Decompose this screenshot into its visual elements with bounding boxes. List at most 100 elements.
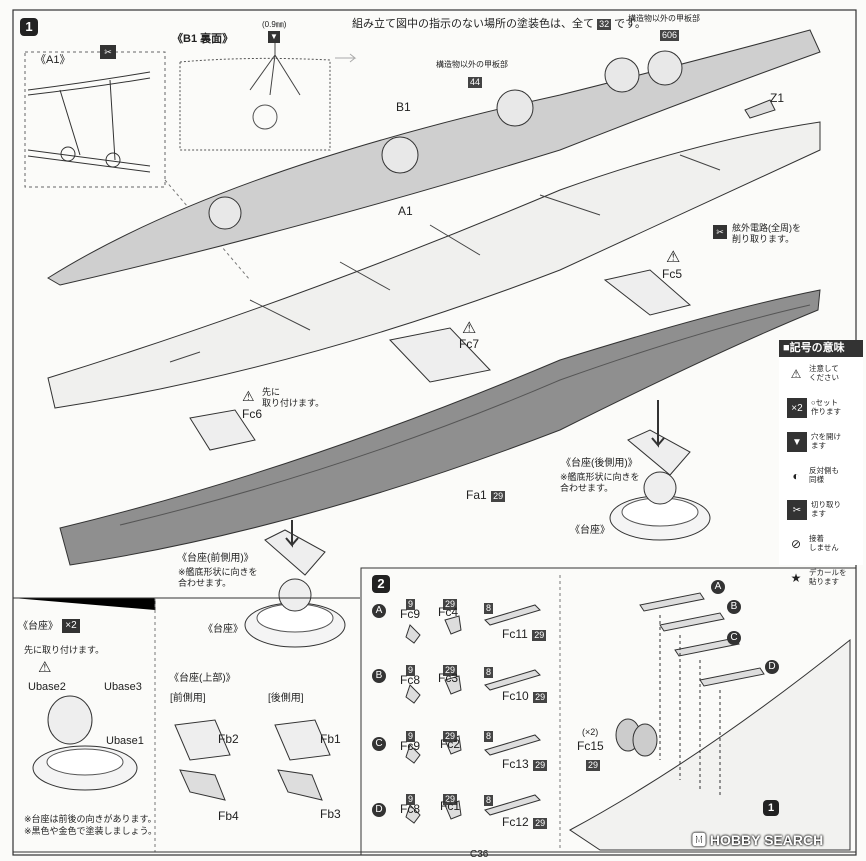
row-b-part-1: Fc8 (400, 673, 421, 687)
deck-label-2: 構造物以外の甲板部 (436, 60, 508, 69)
paint-code-badge: 32 (597, 19, 612, 30)
stand-rear-label: 《台座》 (570, 525, 610, 536)
legend-row: ×2 ○セット 作ります (779, 391, 863, 425)
paint-note-text: 組み立て図中の指示のない場所の塗装色は、全て (352, 18, 594, 30)
fa1-code-badge: 29 (491, 491, 506, 502)
stand-note-2: ※黒色や金色で塗装しましょう。 (24, 826, 158, 836)
fa1-label: Fa1 29 (466, 486, 506, 504)
legend-row: ◐ 反対側も 同様 (779, 459, 863, 493)
legend-row: ⚠ 注意して ください (779, 357, 863, 391)
row-d-marker: D (372, 803, 386, 817)
ref-step-number: 1 (763, 800, 779, 816)
stand-panel-title: 《台座》 (18, 621, 58, 632)
no-glue-icon: ⊘ (790, 537, 802, 551)
page-number: C36 (470, 849, 489, 860)
ubase2-label: Ubase2 (28, 681, 66, 693)
cut-icon: ✂ (100, 45, 116, 59)
part-fb2-label: Fb2 (218, 732, 239, 746)
legend-row: ⊘ 接着 しません (779, 527, 863, 561)
mirror-icon: ◐ (792, 469, 800, 483)
stand-attach-first: 先に取り付けます。 (24, 645, 105, 655)
drill-size: (0.9㎜) (262, 20, 287, 29)
legend-text: 接着 しません (809, 534, 839, 552)
row-a-part-2: Fc4 (438, 605, 459, 619)
row-a-marker: A (372, 604, 386, 618)
legend-text: 注意して ください (809, 364, 839, 382)
cut-note: 舷外電路(全周)を 削り取ります。 (732, 223, 801, 244)
row-b-part-3: Fc10 29 (502, 687, 548, 705)
row-c-part-1: Fc9 (400, 739, 421, 753)
stand-front-note: ※艦底形状に向きを 合わせます。 (178, 567, 258, 588)
legend-text: 穴を開け ます (811, 432, 841, 450)
row-a-code-4: 29 (532, 630, 547, 641)
fc15-count: (×2) (582, 727, 599, 737)
times-two-icon: ×2 (62, 619, 80, 633)
assembly-marker-c: C (727, 631, 741, 645)
cut-icon: ✂ (787, 500, 807, 520)
watermark-logo-icon: 🅼 (692, 832, 706, 848)
detail-a1-title: 《A1》 (35, 54, 71, 66)
legend-text: 反対側も 同様 (809, 466, 839, 484)
stand-note-1: ※台座は前後の向きがあります。 (24, 814, 157, 824)
caution-icon: ⚠ (462, 320, 477, 337)
row-d-part-3: Fc12 29 (502, 813, 548, 831)
row-b-code-1: 9 (406, 665, 416, 676)
fc15-code-badge: 29 (586, 760, 601, 771)
times-two-icon: ×2 (787, 398, 807, 418)
deck-code-2: 44 (468, 72, 483, 90)
row-a-part-3-label: Fc11 (502, 627, 528, 641)
cut-icon: ✂ (713, 225, 727, 239)
legend-text: ○セット 作ります (811, 398, 841, 416)
ubase3-label: Ubase3 (104, 681, 142, 693)
row-b-part-3-label: Fc10 (502, 689, 529, 703)
caution-icon: ⚠ (38, 659, 52, 676)
symbol-legend: ■記号の意味 ⚠ 注意して ください ×2 ○セット 作ります ▼ 穴を開け ま… (779, 340, 863, 586)
row-c-code-1: 9 (406, 731, 416, 742)
row-a-code-1: 9 (406, 599, 416, 610)
row-c-code-3: 8 (484, 731, 494, 742)
row-b-code-3: 8 (484, 667, 494, 678)
ubase1-label: Ubase1 (106, 735, 144, 747)
part-b1-label: B1 (396, 100, 411, 114)
row-d-code-3: 8 (484, 795, 494, 806)
part-fc6-label: Fc6 (242, 407, 263, 421)
legend-row: ✂ 切り取り ます (779, 493, 863, 527)
legend-text: デカールを 貼ります (809, 568, 847, 586)
paint-note: 組み立て図中の指示のない場所の塗装色は、全て 32 です。 (352, 18, 646, 31)
stand-front-title: 《台座(前側用)》 (177, 553, 254, 564)
part-fc5-label: Fc5 (662, 267, 683, 281)
drill-icon: ▼ (787, 432, 807, 452)
part-fb4-label: Fb4 (218, 809, 239, 823)
part-fc7-label: Fc7 (459, 337, 480, 351)
part-a1-label: A1 (398, 204, 413, 218)
part-fc15-label: Fc15 (577, 739, 604, 753)
legend-row: ▼ 穴を開け ます (779, 425, 863, 459)
legend-row: ★ デカールを 貼ります (779, 561, 863, 595)
paint-note-end: です。 (614, 18, 647, 30)
stand-upper-title: 《台座(上部)》 (169, 673, 236, 684)
row-b-code-2: 29 (443, 665, 458, 676)
stand-rear-note: ※艦底形状に向きを 合わせます。 (560, 472, 640, 493)
stand-rear-subtitle: [後側用] (268, 693, 304, 704)
legend-text: 切り取り ます (811, 500, 841, 518)
row-b-marker: B (372, 669, 386, 683)
assembly-marker-d: D (765, 660, 779, 674)
part-fa1-label: Fa1 (466, 488, 487, 502)
stand-front-subtitle: [前側用] (170, 693, 206, 704)
row-d-code-2: 29 (443, 794, 458, 805)
step-2-number: 2 (372, 575, 390, 593)
caution-icon: ⚠ (242, 388, 255, 404)
legend-title: ■記号の意味 (779, 340, 863, 357)
row-a-code-3: 8 (484, 603, 494, 614)
row-a-code-2: 29 (443, 599, 458, 610)
detail-b1-title: 《B1 裏面》 (172, 33, 234, 45)
caution-icon: ⚠ (790, 367, 802, 381)
part-z1-label: Z1 (770, 91, 785, 105)
decal-icon: ★ (790, 571, 802, 585)
row-c-part-3-label: Fc13 (502, 757, 529, 771)
watermark: 🅼 HOBBY SEARCH (692, 830, 823, 850)
watermark-text: HOBBY SEARCH (709, 832, 824, 848)
row-b-part-2: Fc3 (438, 671, 459, 685)
drill-icon: ▼ (268, 31, 280, 43)
